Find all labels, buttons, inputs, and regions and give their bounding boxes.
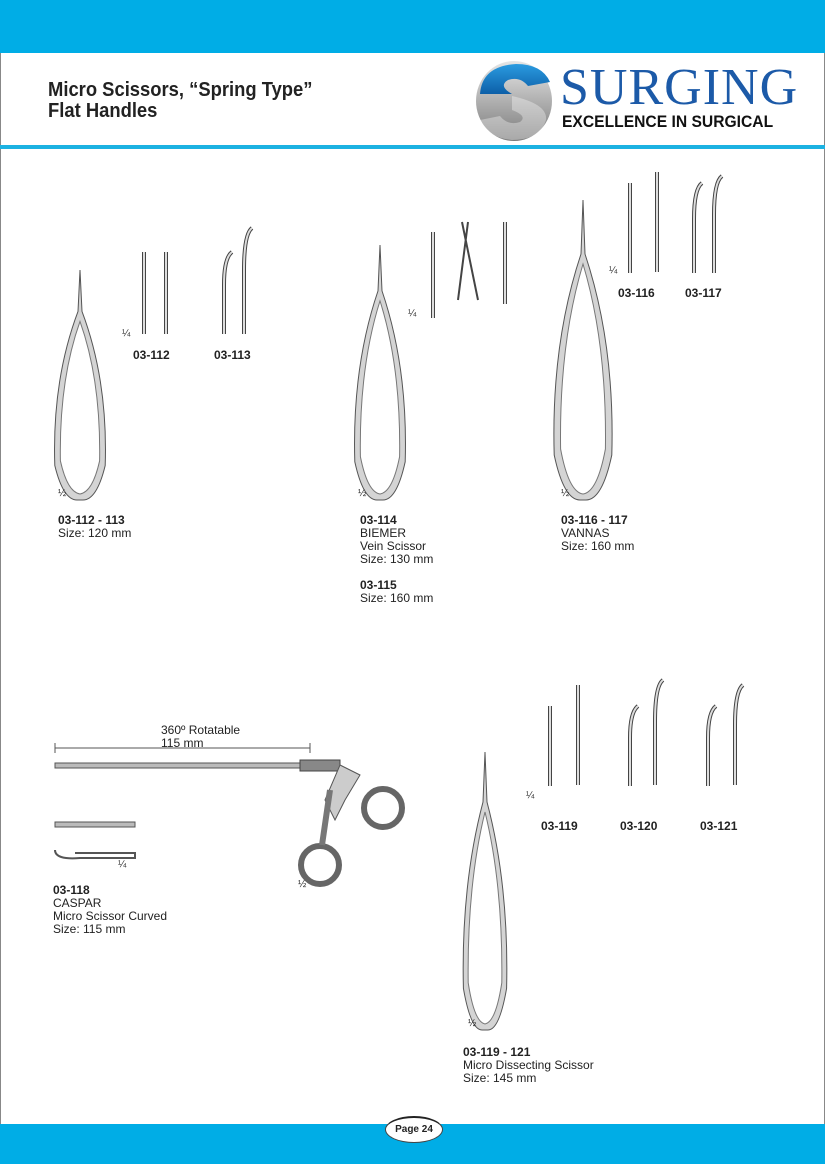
brand-tagline: EXCELLENCE IN SURGICAL [562, 112, 774, 131]
scale-tip-2: ¼ [408, 308, 417, 319]
tip-label: 03-116 [618, 286, 655, 300]
brand-name: SURGING [560, 59, 799, 116]
tip-label: 03-121 [700, 819, 738, 833]
header-divider [0, 145, 825, 149]
scale-full-3: ½ [561, 488, 570, 499]
product-size: Size: 130 mm [360, 552, 434, 566]
product-code: 03-119 - 121 [463, 1045, 531, 1059]
tip-label: 03-120 [620, 819, 658, 833]
page-number: Page 24 [385, 1116, 443, 1143]
scale-tip-4: ¼ [118, 859, 127, 870]
scale-full-5: ½ [468, 1018, 477, 1029]
tip-label: 03-112 [133, 348, 170, 362]
product-code: 03-114 [360, 513, 397, 527]
scale-tip-1: ¼ [122, 328, 131, 339]
scale-full-4: ½ [298, 879, 307, 890]
product-size: Size: 160 mm [561, 539, 635, 553]
tip-label: 03-117 [685, 286, 722, 300]
product-type: Micro Scissor Curved [53, 909, 168, 923]
scale-full-2: ½ [358, 488, 367, 499]
product-size: Size: 145 mm [463, 1071, 537, 1085]
tip-label: 03-113 [214, 348, 251, 362]
product-type: Micro Dissecting Scissor [463, 1058, 594, 1072]
product-size: Size: 120 mm [58, 526, 132, 540]
title-line-2: Flat Handles [48, 100, 158, 122]
product-name: VANNAS [561, 526, 610, 540]
scale-full-1: ½ [58, 488, 67, 499]
product-code: 03-112 - 113 [58, 513, 125, 527]
brand-logo: SURGING EXCELLENCE IN SURGICAL [472, 59, 802, 142]
rotation-label: 360º Rotatable [161, 723, 241, 737]
product-code: 03-115 [360, 578, 397, 592]
product-name: BIEMER [360, 526, 407, 540]
page-title: Micro Scissors, “Spring Type” Flat Handl… [48, 80, 312, 122]
length-label: 115 mm [161, 736, 204, 750]
scale-tip-3: ¼ [609, 265, 618, 276]
product-size: Size: 115 mm [53, 922, 126, 936]
product-size: Size: 160 mm [360, 591, 434, 605]
product-type: Vein Scissor [360, 539, 427, 553]
top-banner [0, 0, 825, 53]
title-line-1: Micro Scissors, “Spring Type” [48, 79, 313, 101]
product-code: 03-118 [53, 883, 90, 897]
scale-tip-5: ¼ [526, 790, 535, 801]
tip-label: 03-119 [541, 819, 578, 833]
product-code: 03-116 - 117 [561, 513, 628, 527]
logo-s-icon [476, 61, 552, 141]
product-name: CASPAR [53, 896, 102, 910]
